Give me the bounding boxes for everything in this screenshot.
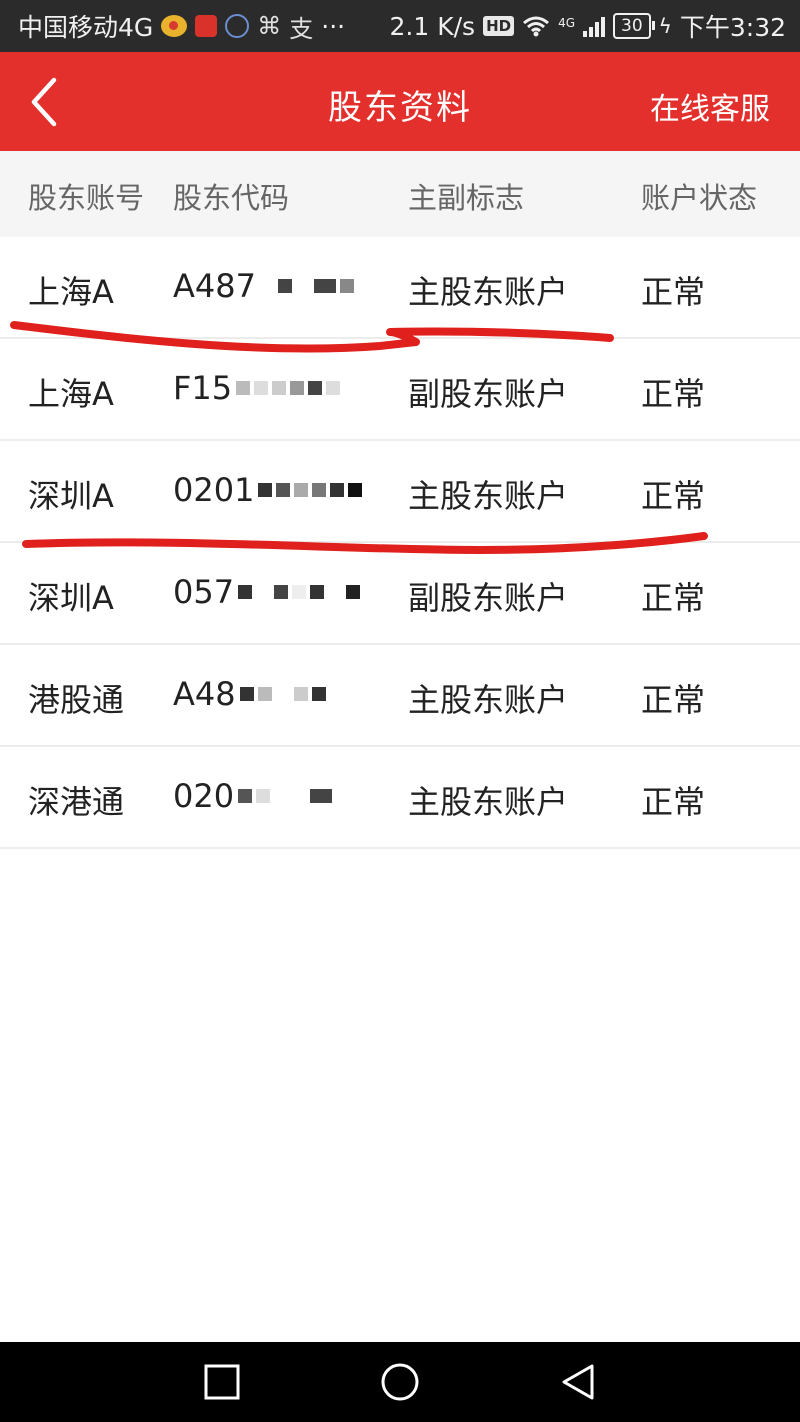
code-cell: 0201 <box>173 471 366 509</box>
signal-icon <box>583 15 606 37</box>
chevron-left-icon <box>31 77 57 127</box>
status-bar-right: 2.1 K/s HD 4G 30 ϟ 下午3:32 <box>390 8 786 44</box>
account-cell: 上海A <box>28 375 114 413</box>
status-cell: 正常 <box>641 783 706 821</box>
home-button[interactable] <box>378 1360 422 1404</box>
status-cell: 正常 <box>641 477 706 515</box>
status-bar: 中国移动4G ⌘ 支 ··· 2.1 K/s HD 4G 30 ϟ 下午3:32 <box>0 0 800 52</box>
system-navigation-bar <box>0 1342 800 1422</box>
code-text: A487 <box>173 267 256 305</box>
code-cell: 020 <box>173 777 336 815</box>
circle-icon <box>381 1363 419 1401</box>
code-cell: 057 <box>173 573 364 611</box>
code-text: F15 <box>173 369 233 407</box>
weibo-icon <box>161 15 188 37</box>
battery-icon: 30 <box>613 13 655 39</box>
status-cell: 正常 <box>641 375 706 413</box>
account-cell: 深圳A <box>28 477 114 515</box>
redaction-mosaic <box>238 781 336 811</box>
table-header: 股东账号 股东代码 主副标志 账户状态 <box>0 151 800 237</box>
account-cell: 港股通 <box>28 681 125 719</box>
flag-cell: 主股东账户 <box>408 477 569 515</box>
column-header-account: 股东账号 <box>28 181 145 215</box>
back-button[interactable] <box>22 74 78 130</box>
flag-cell: 主股东账户 <box>408 783 569 821</box>
stock-app-icon <box>195 15 218 37</box>
status-cell: 正常 <box>641 579 706 617</box>
redaction-mosaic <box>236 373 344 403</box>
redaction-mosaic <box>238 577 364 607</box>
column-header-flag: 主副标志 <box>408 181 525 215</box>
battery-level: 30 <box>621 16 643 36</box>
table-row[interactable]: 深圳A 057 副股东账户 正常 <box>0 543 800 645</box>
flag-cell: 主股东账户 <box>408 273 569 311</box>
shareholder-table: 上海A A487 主股东账户 正常 上海A F15 副股东账户 正常 深圳A 0… <box>0 237 800 849</box>
network-type-label: 4G <box>558 16 576 30</box>
status-cell: 正常 <box>641 681 706 719</box>
network-speed: 2.1 K/s <box>389 11 476 41</box>
status-cell: 正常 <box>641 273 706 311</box>
code-cell: A487 <box>173 267 358 305</box>
online-service-button[interactable]: 在线客服 <box>650 92 770 127</box>
table-row[interactable]: 港股通 A48 主股东账户 正常 <box>0 645 800 747</box>
system-back-button[interactable] <box>556 1360 600 1404</box>
bank-app-icon <box>225 14 250 38</box>
code-text: 020 <box>173 777 235 815</box>
code-text: A48 <box>173 675 236 713</box>
charging-icon: ϟ <box>658 14 672 38</box>
table-row[interactable]: 深港通 020 主股东账户 正常 <box>0 747 800 849</box>
column-header-status: 账户状态 <box>641 181 758 215</box>
status-bar-left: 中国移动4G ⌘ 支 ··· <box>18 8 345 44</box>
redaction-mosaic <box>258 475 366 505</box>
column-header-code: 股东代码 <box>173 181 290 215</box>
redaction-mosaic <box>239 679 330 709</box>
alipay-icon: 支 <box>289 14 314 43</box>
square-icon <box>204 1364 240 1400</box>
more-notifications-icon: ··· <box>321 11 346 41</box>
wifi-icon <box>523 16 550 37</box>
triangle-back-icon <box>562 1364 594 1400</box>
carrier-label: 中国移动4G <box>18 13 154 42</box>
hd-badge: HD <box>483 16 515 36</box>
message-icon: ⌘ <box>257 12 282 40</box>
table-row[interactable]: 上海A F15 副股东账户 正常 <box>0 339 800 441</box>
clock: 下午3:32 <box>679 13 786 42</box>
account-cell: 深港通 <box>28 783 125 821</box>
flag-cell: 副股东账户 <box>408 375 569 413</box>
code-text: 0201 <box>173 471 255 509</box>
flag-cell: 主股东账户 <box>408 681 569 719</box>
code-text: 057 <box>173 573 235 611</box>
code-cell: F15 <box>173 369 344 407</box>
account-cell: 深圳A <box>28 579 114 617</box>
top-navbar: 股东资料 在线客服 <box>0 52 800 151</box>
table-row[interactable]: 上海A A487 主股东账户 正常 <box>0 237 800 339</box>
flag-cell: 副股东账户 <box>408 579 569 617</box>
recent-apps-button[interactable] <box>200 1360 244 1404</box>
code-cell: A48 <box>173 675 330 713</box>
account-cell: 上海A <box>28 273 114 311</box>
table-row[interactable]: 深圳A 0201 主股东账户 正常 <box>0 441 800 543</box>
redaction-mosaic <box>259 271 358 301</box>
